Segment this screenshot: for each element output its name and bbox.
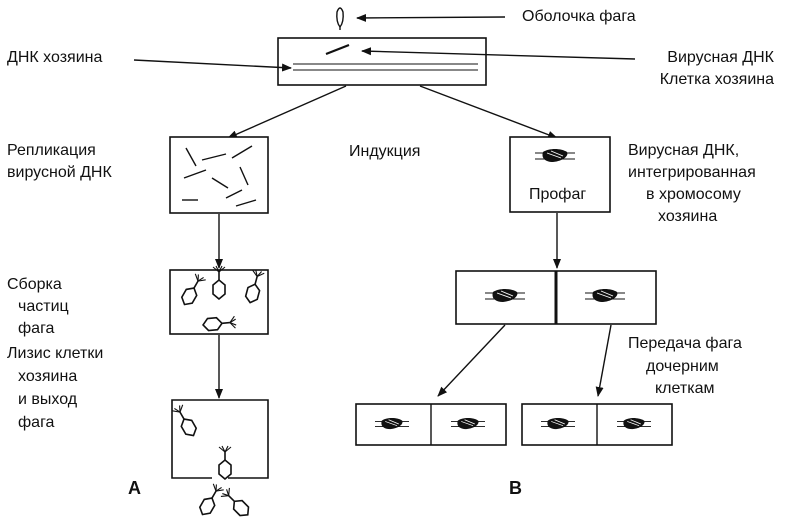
label-integrated-4: хозяина <box>658 208 718 225</box>
label-lysis-4: фага <box>18 414 55 431</box>
label-phage-coat: Оболочка фага <box>522 8 636 25</box>
label-integrated-2: интегрированная <box>628 164 756 181</box>
label-integrated-1: Вирусная ДНК, <box>628 142 740 159</box>
label-transfer-1: Передача фага <box>628 335 742 352</box>
label-replication-1: Репликация <box>7 142 96 159</box>
lysed-cell-box <box>171 399 269 479</box>
label-host-cell: Клетка хозяина <box>659 71 774 88</box>
label-assembly-1: Сборка <box>7 276 62 293</box>
viral-dna-segment <box>325 43 350 56</box>
host-cell-box <box>277 37 487 86</box>
panel-label-a: А <box>128 478 141 498</box>
label-lysis-3: и выход <box>18 391 78 408</box>
label-induction: Индукция <box>349 143 421 160</box>
label-integrated-3: в хромосому <box>646 186 741 203</box>
label-lysis-2: хозяина <box>18 368 78 385</box>
label-host-dna: ДНК хозяина <box>7 49 103 66</box>
arrow-to-daughter-right <box>595 324 612 397</box>
replication-box <box>169 136 269 214</box>
arrow-to-host-dna <box>133 59 292 72</box>
label-replication-2: вирусной ДНК <box>7 164 112 181</box>
arrow-to-viral-dna <box>361 47 636 60</box>
phage-particle <box>219 486 253 520</box>
arrow-to-prophage <box>419 85 558 139</box>
label-lysis-1: Лизис клетки <box>7 345 104 362</box>
phage-particle <box>196 482 225 519</box>
panel-label-b: В <box>509 478 522 498</box>
arrow-to-replication <box>227 85 347 139</box>
label-transfer-2: дочерним <box>646 358 719 375</box>
phage-coat-icon <box>336 7 344 30</box>
label-viral-dna: Вирусная ДНК <box>667 49 774 66</box>
label-transfer-3: клеткам <box>655 380 715 397</box>
arrow-to-phage-coat <box>356 13 506 22</box>
label-assembly-3: фага <box>18 320 55 337</box>
arrow-to-daughter-left <box>437 324 506 397</box>
label-prophage: Профаг <box>529 186 587 203</box>
viral-dna-fragments <box>182 145 257 207</box>
label-assembly-2: частиц <box>18 298 69 315</box>
